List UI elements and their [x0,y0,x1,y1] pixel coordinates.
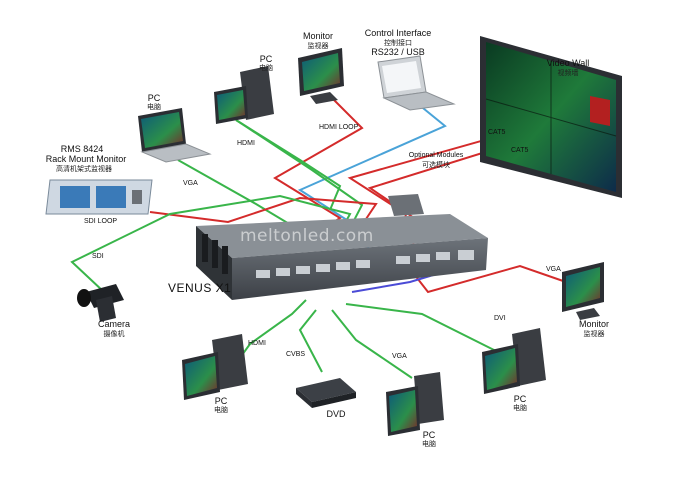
monitor-right-device [562,262,604,320]
link-cat5-b: CAT5 [511,147,529,154]
link-vga-left: VGA [183,180,198,187]
rms-label-1: RMS 8424 [60,144,104,154]
monitor-top-label: Monitor [302,31,334,41]
dvd-device [296,378,356,408]
pc-bottom-center-device [386,372,444,436]
pc-laptop-label-zh: 电脑 [147,103,161,111]
link-cat5-a: CAT5 [488,129,506,136]
pc-bottom-left-label-zh: 电脑 [214,406,228,414]
cable-camera-sdi-green [70,194,352,293]
cable-dvi-green [345,303,499,353]
link-vga-right: VGA [546,266,561,273]
link-hdmi-loop: HDMI LOOP [319,124,359,131]
cable-pc-top-green [235,119,364,233]
link-sdi-loop: SDI LOOP [84,218,118,225]
video-wall-label: Video Wall [546,58,590,68]
monitor-right-label-zh: 监视器 [583,330,605,338]
camera-label-zh: 摄像机 [103,330,125,338]
pc-laptop-label: PC [147,93,161,103]
control-laptop-device [377,55,456,111]
pc-top-label: PC [259,54,273,64]
pc-bottom-left-device [182,334,248,400]
pc-top-device [214,66,274,124]
cable-bottom-greens [233,299,413,379]
control-interface-label: Control Interface [364,28,432,38]
pc-top-label-zh: 电脑 [259,64,273,72]
link-hdmi-top: HDMI [237,140,255,147]
monitor-top-device [298,48,344,104]
rms-label-zh: 高清机架式监视器 [56,165,112,173]
pc-bottom-center-label-zh: 电脑 [422,440,436,448]
pc-bottom-right-label-zh: 电脑 [513,404,527,412]
video-wall [480,36,622,198]
video-wall-label-zh: 视频墙 [557,69,579,77]
rms-label-2: Rack Mount Monitor [45,154,127,164]
link-cvbs: CVBS [286,351,306,358]
pc-bottom-right-device [482,328,546,394]
control-interface-label-zh: 控制接口 [384,39,412,47]
pc-laptop-device [138,108,212,163]
pc-bottom-left-label: PC [214,396,228,406]
cable-monitor-right-vga-red [413,264,567,294]
optional-modules-label-zh: 可选模块 [422,161,450,169]
link-hdmi-bottom-left: HDMI [248,340,266,347]
dvd-label: DVD [326,409,346,419]
camera-device [77,284,124,322]
pc-bottom-right-label: PC [513,394,527,404]
device-name-label: VENUS X1 [168,281,232,295]
camera-label: Camera [97,319,131,329]
monitor-right-label: Monitor [578,319,610,329]
optional-modules-label: Optional Modules [408,152,464,159]
cable-rms-sdi-loop-red [149,196,378,229]
control-interface-sub: RS232 / USB [371,47,425,57]
rms-8424-device [45,179,153,215]
link-sdi: SDI [92,253,104,260]
link-vga-bottom-center: VGA [392,353,407,360]
pc-bottom-center-label: PC [422,430,436,440]
link-dvi: DVI [494,315,506,322]
venus-x1-device [196,194,488,300]
watermark: meltonled.com [240,226,374,246]
monitor-top-label-zh: 监视器 [307,42,329,50]
